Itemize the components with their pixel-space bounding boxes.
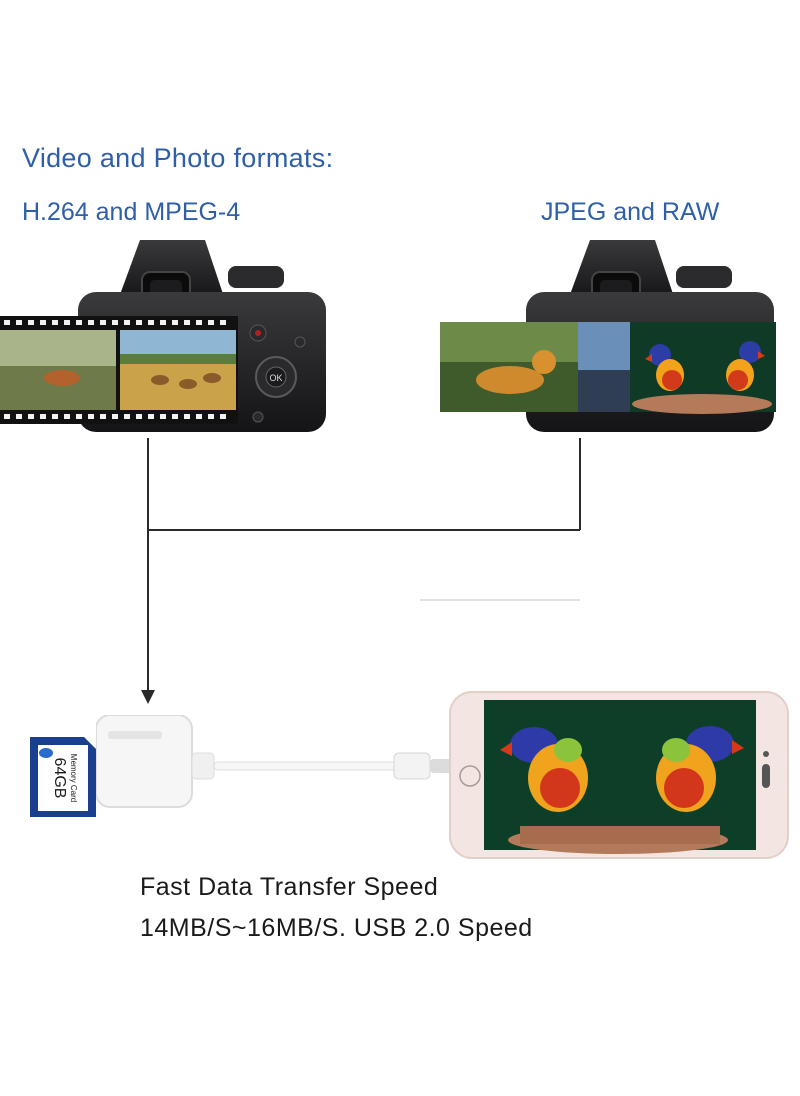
- sd-logo-icon: [39, 748, 53, 758]
- parrot-icon: [500, 727, 588, 812]
- camera-dot-icon: [763, 751, 769, 757]
- film-sprocket-holes: [4, 320, 226, 419]
- speaker-icon: [762, 764, 770, 788]
- parrot-icon: [656, 726, 744, 812]
- video-formats-label: H.264 and MPEG-4: [22, 198, 241, 226]
- parrot-icon: [726, 341, 765, 391]
- page-heading: Video and Photo formats:: [22, 143, 334, 173]
- caption-title: Fast Data Transfer Speed: [140, 873, 439, 901]
- home-button-icon: [459, 765, 481, 787]
- photo-formats-label: JPEG and RAW: [541, 198, 720, 226]
- down-arrow-icon: [141, 690, 155, 704]
- parrot-icon: [645, 344, 684, 391]
- sd-type-label: Memory Card: [69, 754, 78, 802]
- lightning-connector-icon: [430, 759, 452, 773]
- photo-camera: [440, 240, 776, 432]
- video-camera: OK: [0, 240, 326, 432]
- caption-speed: 14MB/S~16MB/S. USB 2.0 Speed: [140, 914, 533, 942]
- iphone: [449, 691, 789, 859]
- sd-capacity-label: 64GB: [51, 758, 68, 799]
- card-reader-adapter: [96, 715, 452, 808]
- ok-button-label: OK: [269, 373, 282, 383]
- sd-memory-card: 64GB Memory Card: [30, 737, 96, 817]
